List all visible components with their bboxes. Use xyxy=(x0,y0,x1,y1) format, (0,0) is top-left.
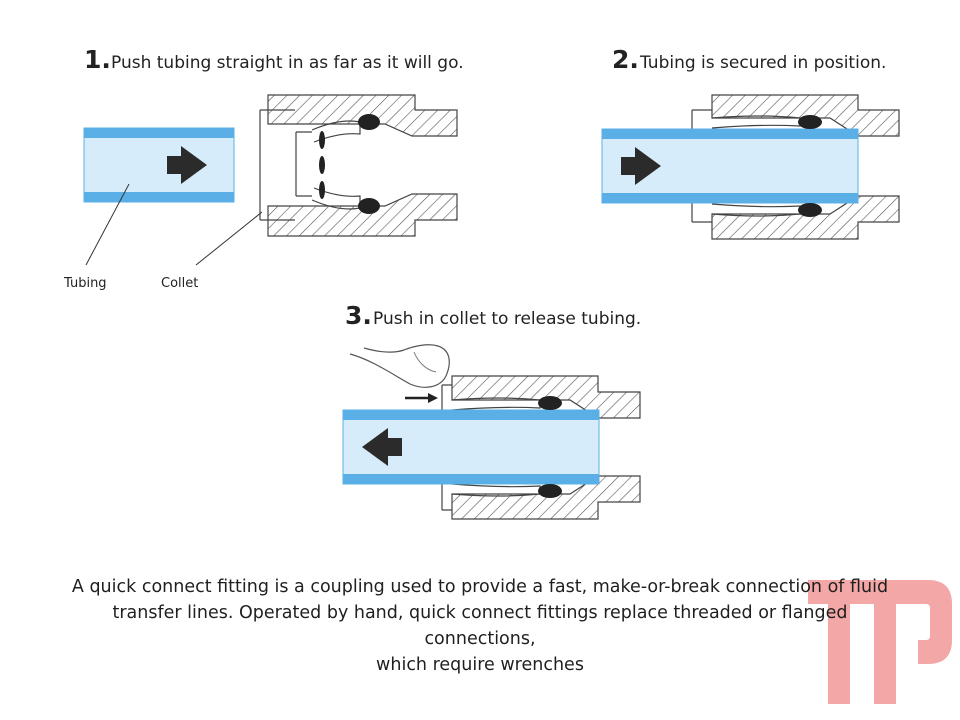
step-2-tubing xyxy=(601,115,859,217)
step-1-labels: Tubing Collet xyxy=(63,183,263,291)
step-2-heading: 2. Tubing is secured in position. xyxy=(612,45,886,74)
step-1-tubing xyxy=(83,127,235,203)
secured-arrow-icon xyxy=(621,147,661,185)
caption-line-2: transfer lines. Operated by hand, quick … xyxy=(112,603,848,649)
step-3-heading: 3. Push in collet to release tubing. xyxy=(345,301,641,330)
step-2-text: Tubing is secured in position. xyxy=(639,53,886,73)
release-arrow-icon xyxy=(362,428,402,466)
step-3-number: 3. xyxy=(345,301,372,330)
caption-line-1: A quick connect fitting is a coupling us… xyxy=(71,577,889,597)
step-1-fitting xyxy=(259,94,458,237)
step-1-number: 1. xyxy=(84,45,111,74)
step-2-fitting xyxy=(691,94,900,240)
step-3-tubing xyxy=(342,396,600,498)
caption-line-3: which require wrenches xyxy=(376,655,584,675)
step-1-heading: 1. Push tubing straight in as far as it … xyxy=(84,45,464,74)
step-2-number: 2. xyxy=(612,45,639,74)
collet-label: Collet xyxy=(161,276,198,291)
watermark-logo xyxy=(808,580,952,704)
finger-icon xyxy=(349,344,450,403)
step-3-text: Push in collet to release tubing. xyxy=(373,309,641,329)
step-1-text: Push tubing straight in as far as it wil… xyxy=(111,53,464,73)
caption: A quick connect fitting is a coupling us… xyxy=(60,574,900,678)
tubing-label: Tubing xyxy=(63,276,107,291)
push-in-arrow-icon xyxy=(167,146,207,184)
